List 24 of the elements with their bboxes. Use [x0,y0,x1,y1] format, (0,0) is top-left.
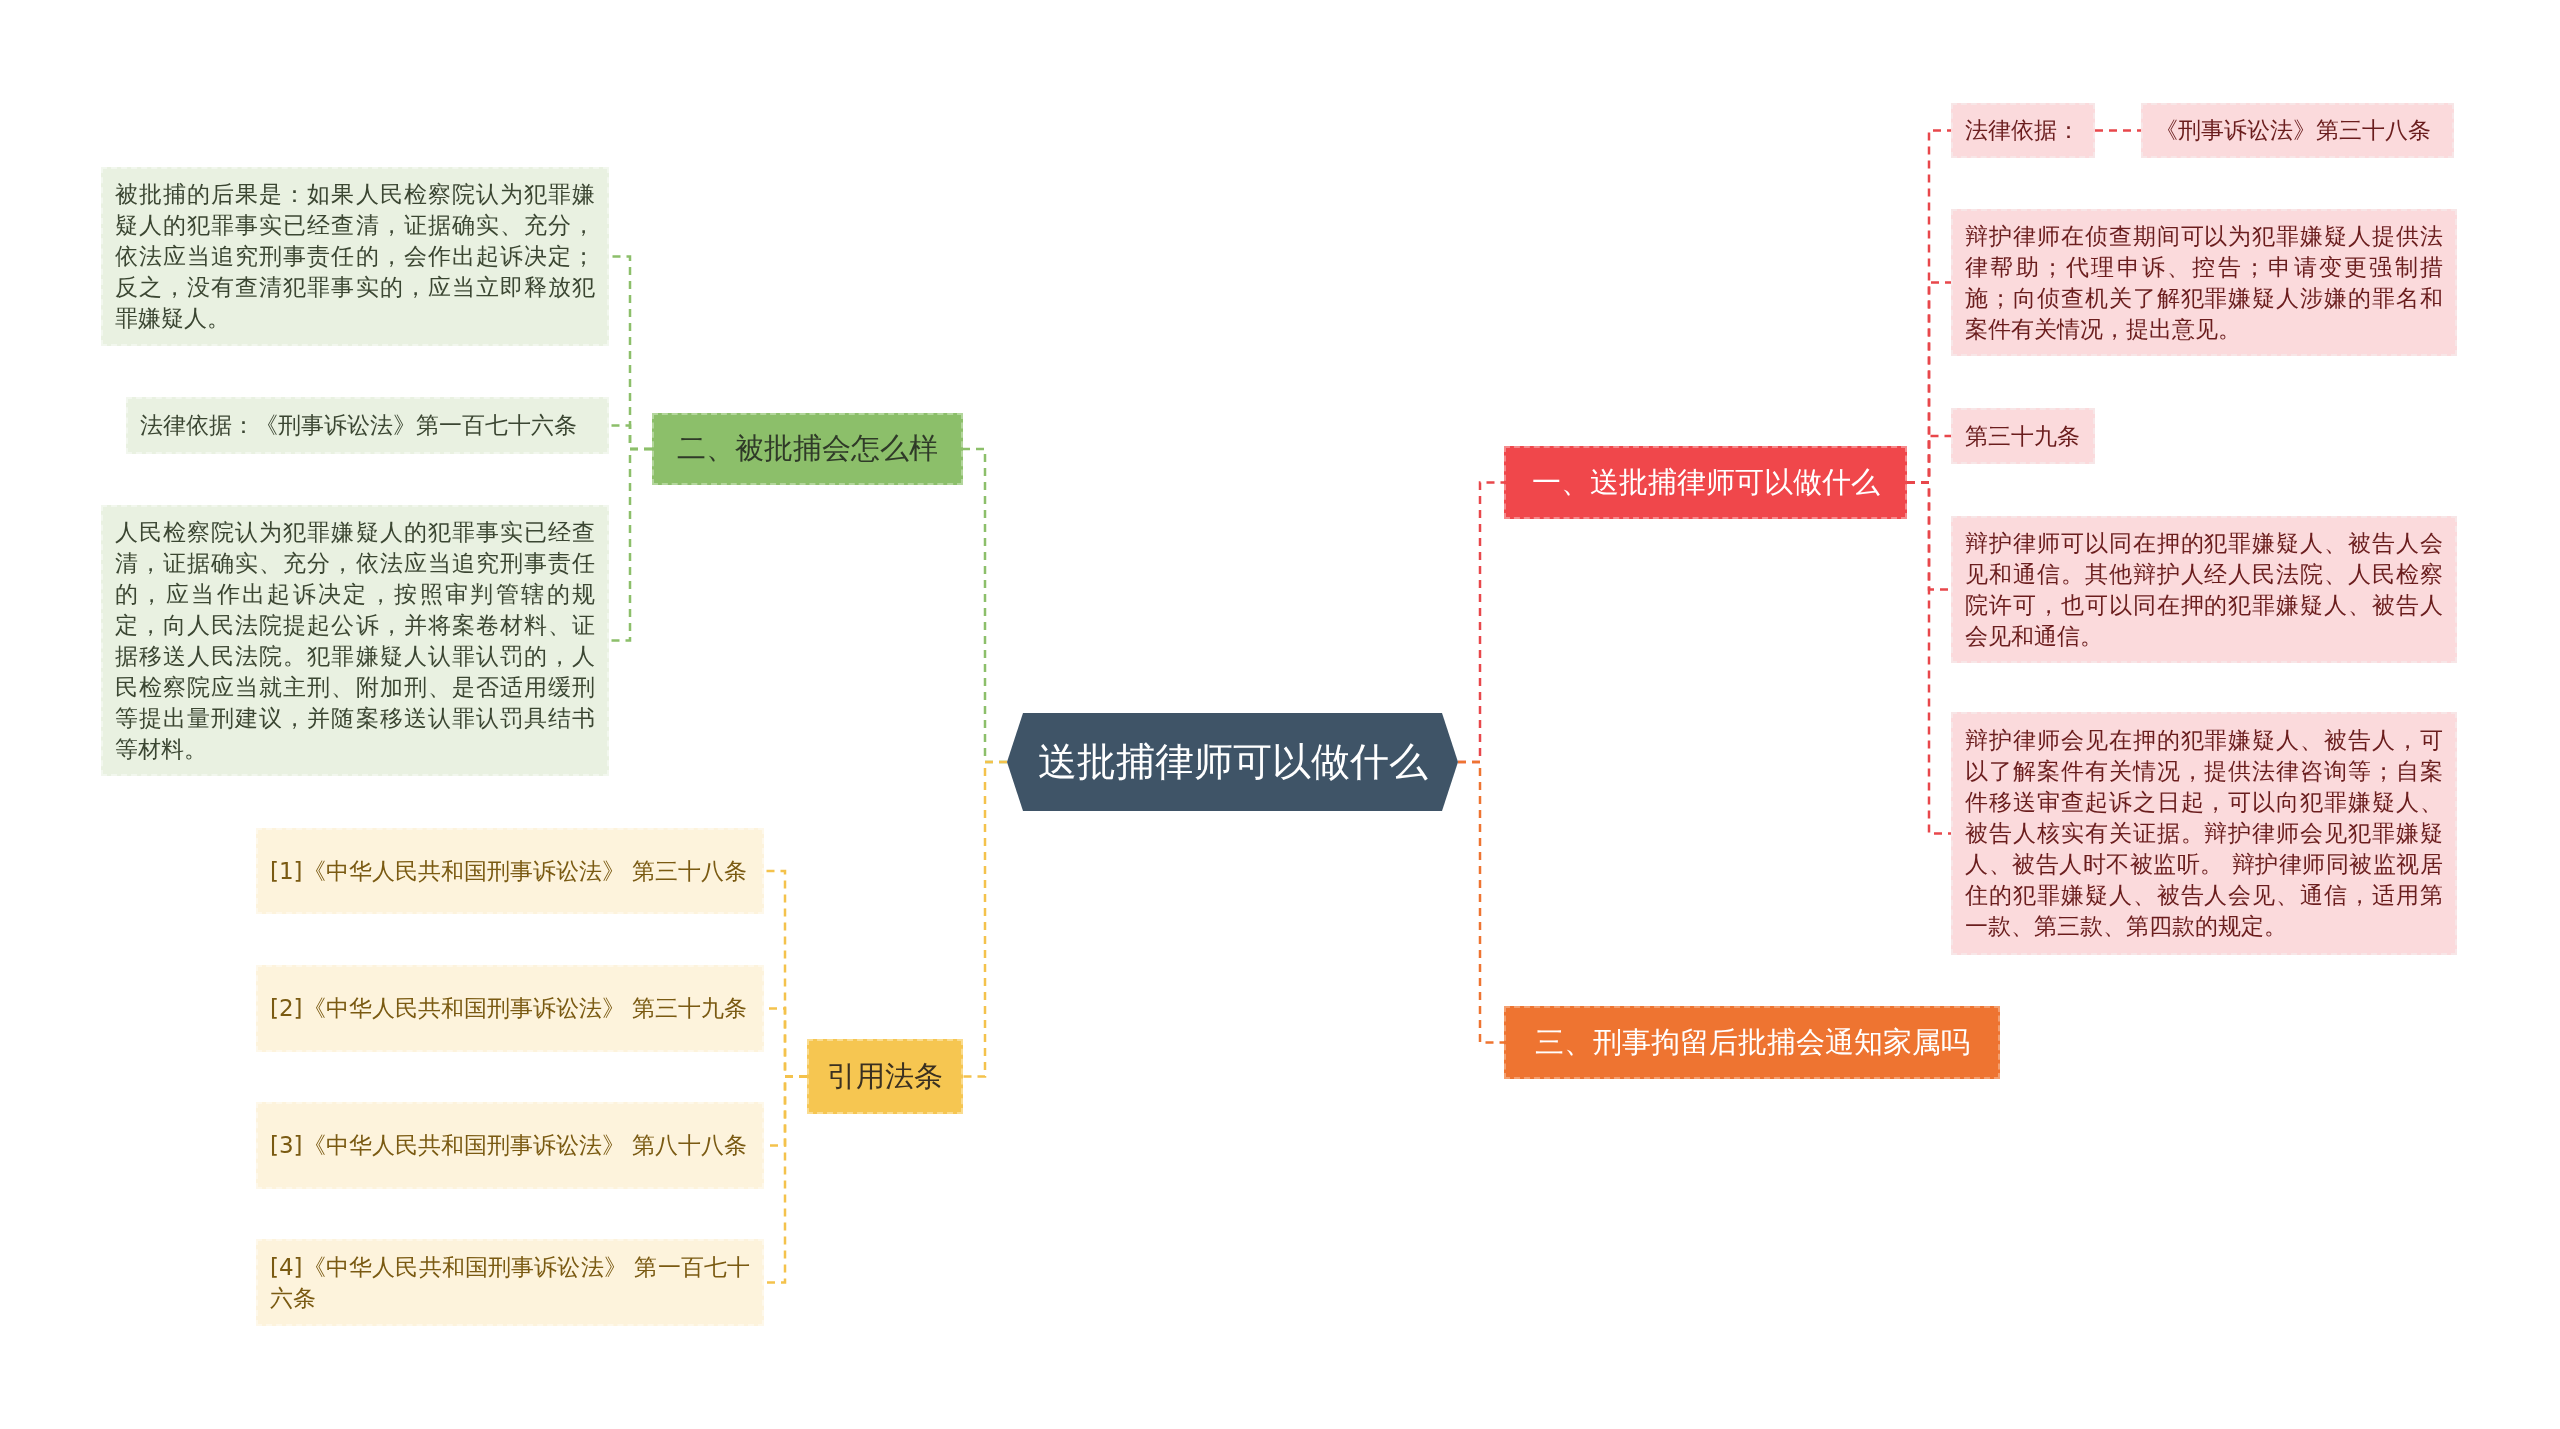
connector [764,1075,807,1284]
connector [609,447,652,642]
note-box: 辩护律师会见在押的犯罪嫌疑人、被告人，可以了解案件有关情况，提供法律咨询等；自案件移送审查起诉之日起，可以向犯罪嫌疑人、被告人核实有关证据。辩护律师会见犯罪嫌疑人、被告人时不被监听。 辩护律师同被监视居住的犯罪嫌疑人、被告人会见、通信，适用第一款、第三款、第四款的规定。 [1951,712,2457,955]
connector [2095,129,2141,132]
note-box: [3]《中华人民共和国刑事诉讼法》 第八十八条 [256,1102,764,1189]
note-box: 辩护律师可以同在押的犯罪嫌疑人、被告人会见和通信。其他辩护人经人民法院、人民检察院许可，也可以同在押的犯罪嫌疑人、被告人会见和通信。 [1951,516,2457,663]
branch-topic: 引用法条 [807,1039,963,1114]
note-box: 辩护律师在侦查期间可以为犯罪嫌疑人提供法律帮助；代理申诉、控告；申请变更强制措施；向侦查机关了解犯罪嫌疑人涉嫌的罪名和案件有关情况，提出意见。 [1951,209,2457,356]
note-box: 法律依据：《刑事诉讼法》第一百七十六条 [126,397,609,454]
branch-topic: 三、刑事拘留后批捕会通知家属吗 [1504,1006,2000,1079]
note-box: 第三十九条 [1951,408,2095,464]
note-box: 被批捕的后果是：如果人民检察院认为犯罪嫌疑人的犯罪事实已经查清，证据确实、充分，依法应当追究刑事责任的，会作出起诉决定；反之，没有查清犯罪事实的，应当立即释放犯罪嫌疑人。 [101,167,609,346]
note-box: 人民检察院认为犯罪嫌疑人的犯罪事实已经查清，证据确实、充分，依法应当追究刑事责任的，应当作出起诉决定，按照审判管辖的规定，向人民法院提起公诉，并将案卷材料、证据移送人民法院。犯罪嫌疑人认罪认罚的，人民检察院应当就主刑、附加刑、是否适用缓刑等提出量刑建议，并随案移送认罪认罚具结书等材料。 [101,505,609,776]
note-box: 《刑事诉讼法》第三十八条 [2141,103,2454,158]
branch-topic: 二、被批捕会怎么样 [652,413,963,485]
central-topic: 送批捕律师可以做什么 [1007,713,1458,811]
connector [1458,760,1504,1044]
note-box: [1]《中华人民共和国刑事诉讼法》 第三十八条 [256,828,764,914]
branch-topic: 一、送批捕律师可以做什么 [1504,446,1907,519]
connector [963,760,1007,1078]
note-box: [2]《中华人民共和国刑事诉讼法》 第三十九条 [256,965,764,1052]
note-box: 法律依据： [1951,103,2095,158]
connector [1907,481,1951,835]
note-box: [4]《中华人民共和国刑事诉讼法》 第一百七十六条 [256,1239,764,1326]
